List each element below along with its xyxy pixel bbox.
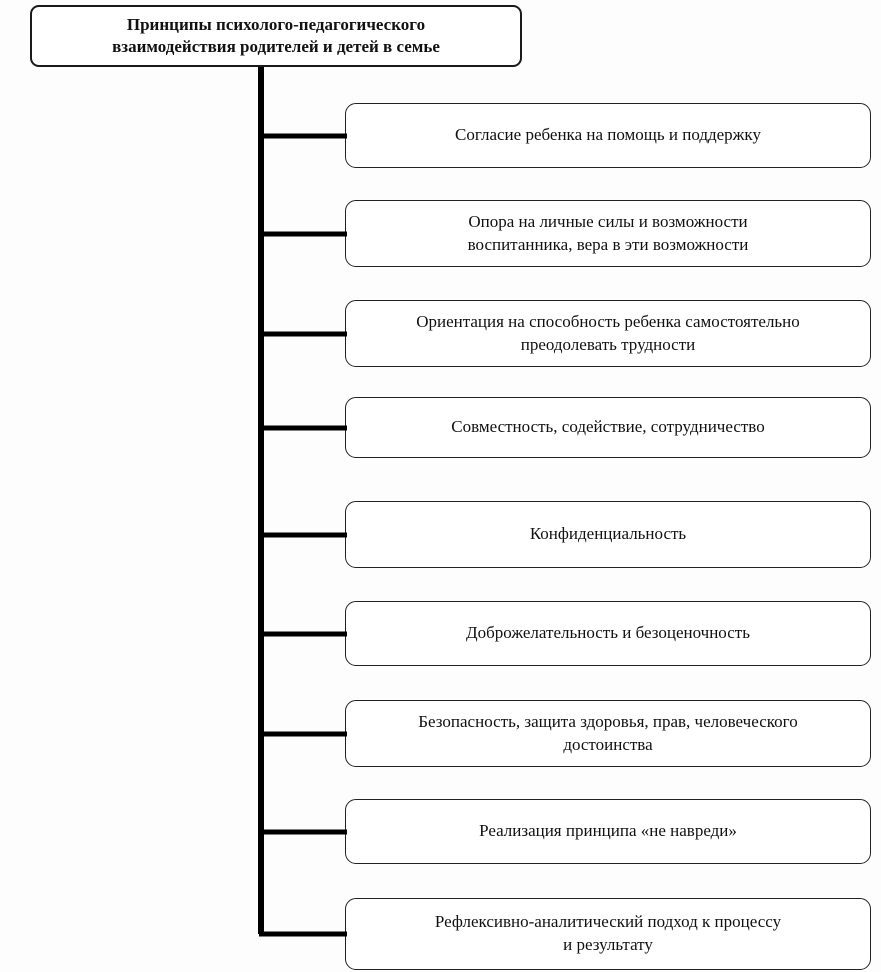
connector-line-6 [259,631,347,636]
node-label-9: Рефлексивно-аналитический подход к проце… [434,912,782,954]
connector-line-5 [259,532,347,537]
node-box-6: Доброжелательность и безоценочность [259,601,871,666]
node-label-1: Согласие ребенка на помощь и поддержку [455,125,761,145]
connector-line-8 [259,829,347,834]
node-box-8: Реализация принципа «не навреди» [259,799,871,864]
connector-line-7 [259,731,347,736]
diagram-title-box: Принципы психолого-педагогического взаим… [30,5,522,67]
node-label-5: Конфиденциальность [529,524,687,544]
node-label-7: Безопасность, защита здоровья, прав, чел… [418,711,798,754]
node-box-5: Конфиденциальность [259,501,871,568]
connector-line-2 [259,231,347,236]
node-box-4: Совместность, содействие, сотрудничество [259,397,871,458]
node-label-3: Ориентация на способность ребенка самост… [416,311,800,354]
node-box-2: Опора на личные силы и возможности воспи… [259,200,871,267]
node-box-7: Безопасность, защита здоровья, прав, чел… [259,700,871,767]
node-label-2: Опора на личные силы и возможности воспи… [467,211,749,254]
node-box-9: Рефлексивно-аналитический подход к проце… [259,898,871,970]
connector-line-3 [259,331,347,336]
node-box-1: Согласие ребенка на помощь и поддержку [259,103,871,168]
node-label-8: Реализация принципа «не навреди» [479,821,737,841]
connector-line-4 [259,425,347,430]
node-label-6: Доброжелательность и безоценочность [466,623,750,643]
connector-line-1 [259,133,347,138]
node-box-3: Ориентация на способность ребенка самост… [259,300,871,367]
node-label-4: Совместность, содействие, сотрудничество [451,417,765,437]
trunk-line [258,66,264,934]
diagram-title-text: Принципы психолого-педагогического взаим… [112,14,440,56]
connector-line-9 [259,931,347,937]
